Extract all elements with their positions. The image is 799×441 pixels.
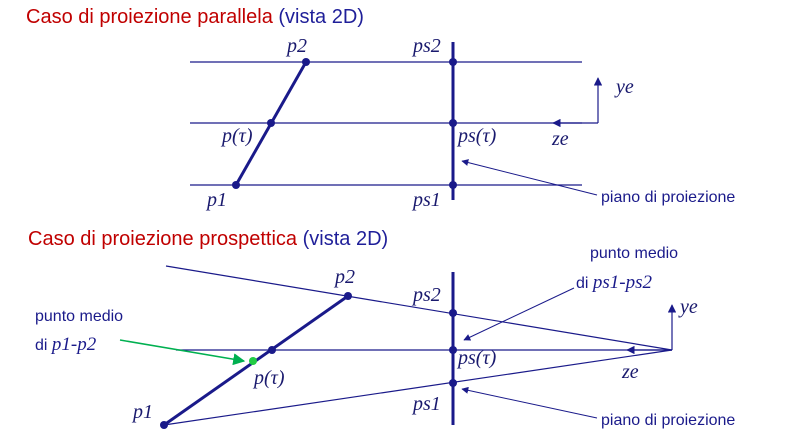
- parallel-label-p1: p1: [205, 189, 227, 211]
- perspective-point-ps1: [449, 379, 457, 387]
- parallel-axis-ze-label: ze: [551, 128, 569, 150]
- perspective-point-p2: [344, 292, 352, 300]
- perspective-title: Caso di proiezione prospettica (vista 2D…: [28, 228, 388, 251]
- perspective-label-ps1: ps1: [411, 393, 441, 415]
- parallel-point-pstau: [449, 119, 457, 127]
- perspective-label-p2: p2: [333, 266, 355, 288]
- perspective-point-pstau: [449, 346, 457, 354]
- perspective-label-ps2: ps2: [411, 284, 441, 306]
- parallel-title-main: Caso di proiezione parallela: [26, 6, 273, 28]
- perspective-ray-top: [165, 265, 673, 351]
- perspective-midpoint-p-prefix: di: [35, 337, 52, 354]
- parallel-title: Caso di proiezione parallela (vista 2D): [26, 6, 364, 29]
- parallel-diagram: p2 ps2 p(τ) ps(τ) p1 ps1 ye ze piano di …: [190, 35, 735, 211]
- parallel-point-ptau: [267, 119, 275, 127]
- perspective-point-p1: [160, 421, 168, 429]
- perspective-plane-pointer-arrow: [461, 386, 598, 419]
- parallel-label-p2: p2: [285, 35, 307, 57]
- perspective-label-ptau: p(τ): [252, 367, 285, 389]
- parallel-plane-label: piano di proiezione: [601, 189, 735, 206]
- parallel-label-ptau: p(τ): [220, 125, 253, 147]
- perspective-point-ps2: [449, 309, 457, 317]
- perspective-midpoint-ps-line1: punto medio: [590, 245, 678, 262]
- parallel-axis-ye-label: ye: [614, 76, 634, 98]
- perspective-title-main: Caso di proiezione prospettica: [28, 228, 298, 250]
- parallel-point-p2: [302, 58, 310, 66]
- perspective-axis-ye-label: ye: [678, 296, 698, 318]
- perspective-midpoint-ps-pointer-arrow: [463, 287, 575, 341]
- parallel-label-pstau: ps(τ): [456, 125, 497, 147]
- perspective-midpoint-ps-line2: di ps1-ps2: [576, 272, 653, 293]
- parallel-label-ps2: ps2: [411, 35, 441, 57]
- perspective-label-p1: p1: [131, 401, 153, 423]
- parallel-label-ps1: ps1: [411, 189, 441, 211]
- perspective-midpoint-p-line2: di p1-p2: [35, 334, 97, 355]
- perspective-label-pstau: ps(τ): [456, 347, 497, 369]
- perspective-axis-ze-label: ze: [621, 361, 639, 383]
- parallel-plane-pointer-arrow: [461, 159, 598, 196]
- perspective-plane-label: piano di proiezione: [601, 412, 735, 429]
- parallel-point-p1: [232, 181, 240, 189]
- perspective-midpoint-p1-p2: [249, 357, 257, 365]
- perspective-ray-bottom: [163, 349, 673, 426]
- perspective-midpoint-p-pointer-arrow: [119, 339, 246, 366]
- parallel-point-ps2: [449, 58, 457, 66]
- parallel-point-ps1: [449, 181, 457, 189]
- perspective-midpoint-p-line1: punto medio: [35, 308, 123, 325]
- parallel-title-view: (vista 2D): [278, 6, 364, 28]
- perspective-midpoint-ps-prefix: di: [576, 275, 593, 292]
- perspective-diagram: p2 ps2 p(τ) ps(τ) p1 ps1 ye ze punto med…: [35, 245, 735, 429]
- perspective-point-ptau: [268, 346, 276, 354]
- perspective-midpoint-ps-math: ps1-ps2: [591, 272, 653, 293]
- perspective-midpoint-p-math: p1-p2: [50, 334, 97, 355]
- perspective-title-view: (vista 2D): [302, 228, 389, 250]
